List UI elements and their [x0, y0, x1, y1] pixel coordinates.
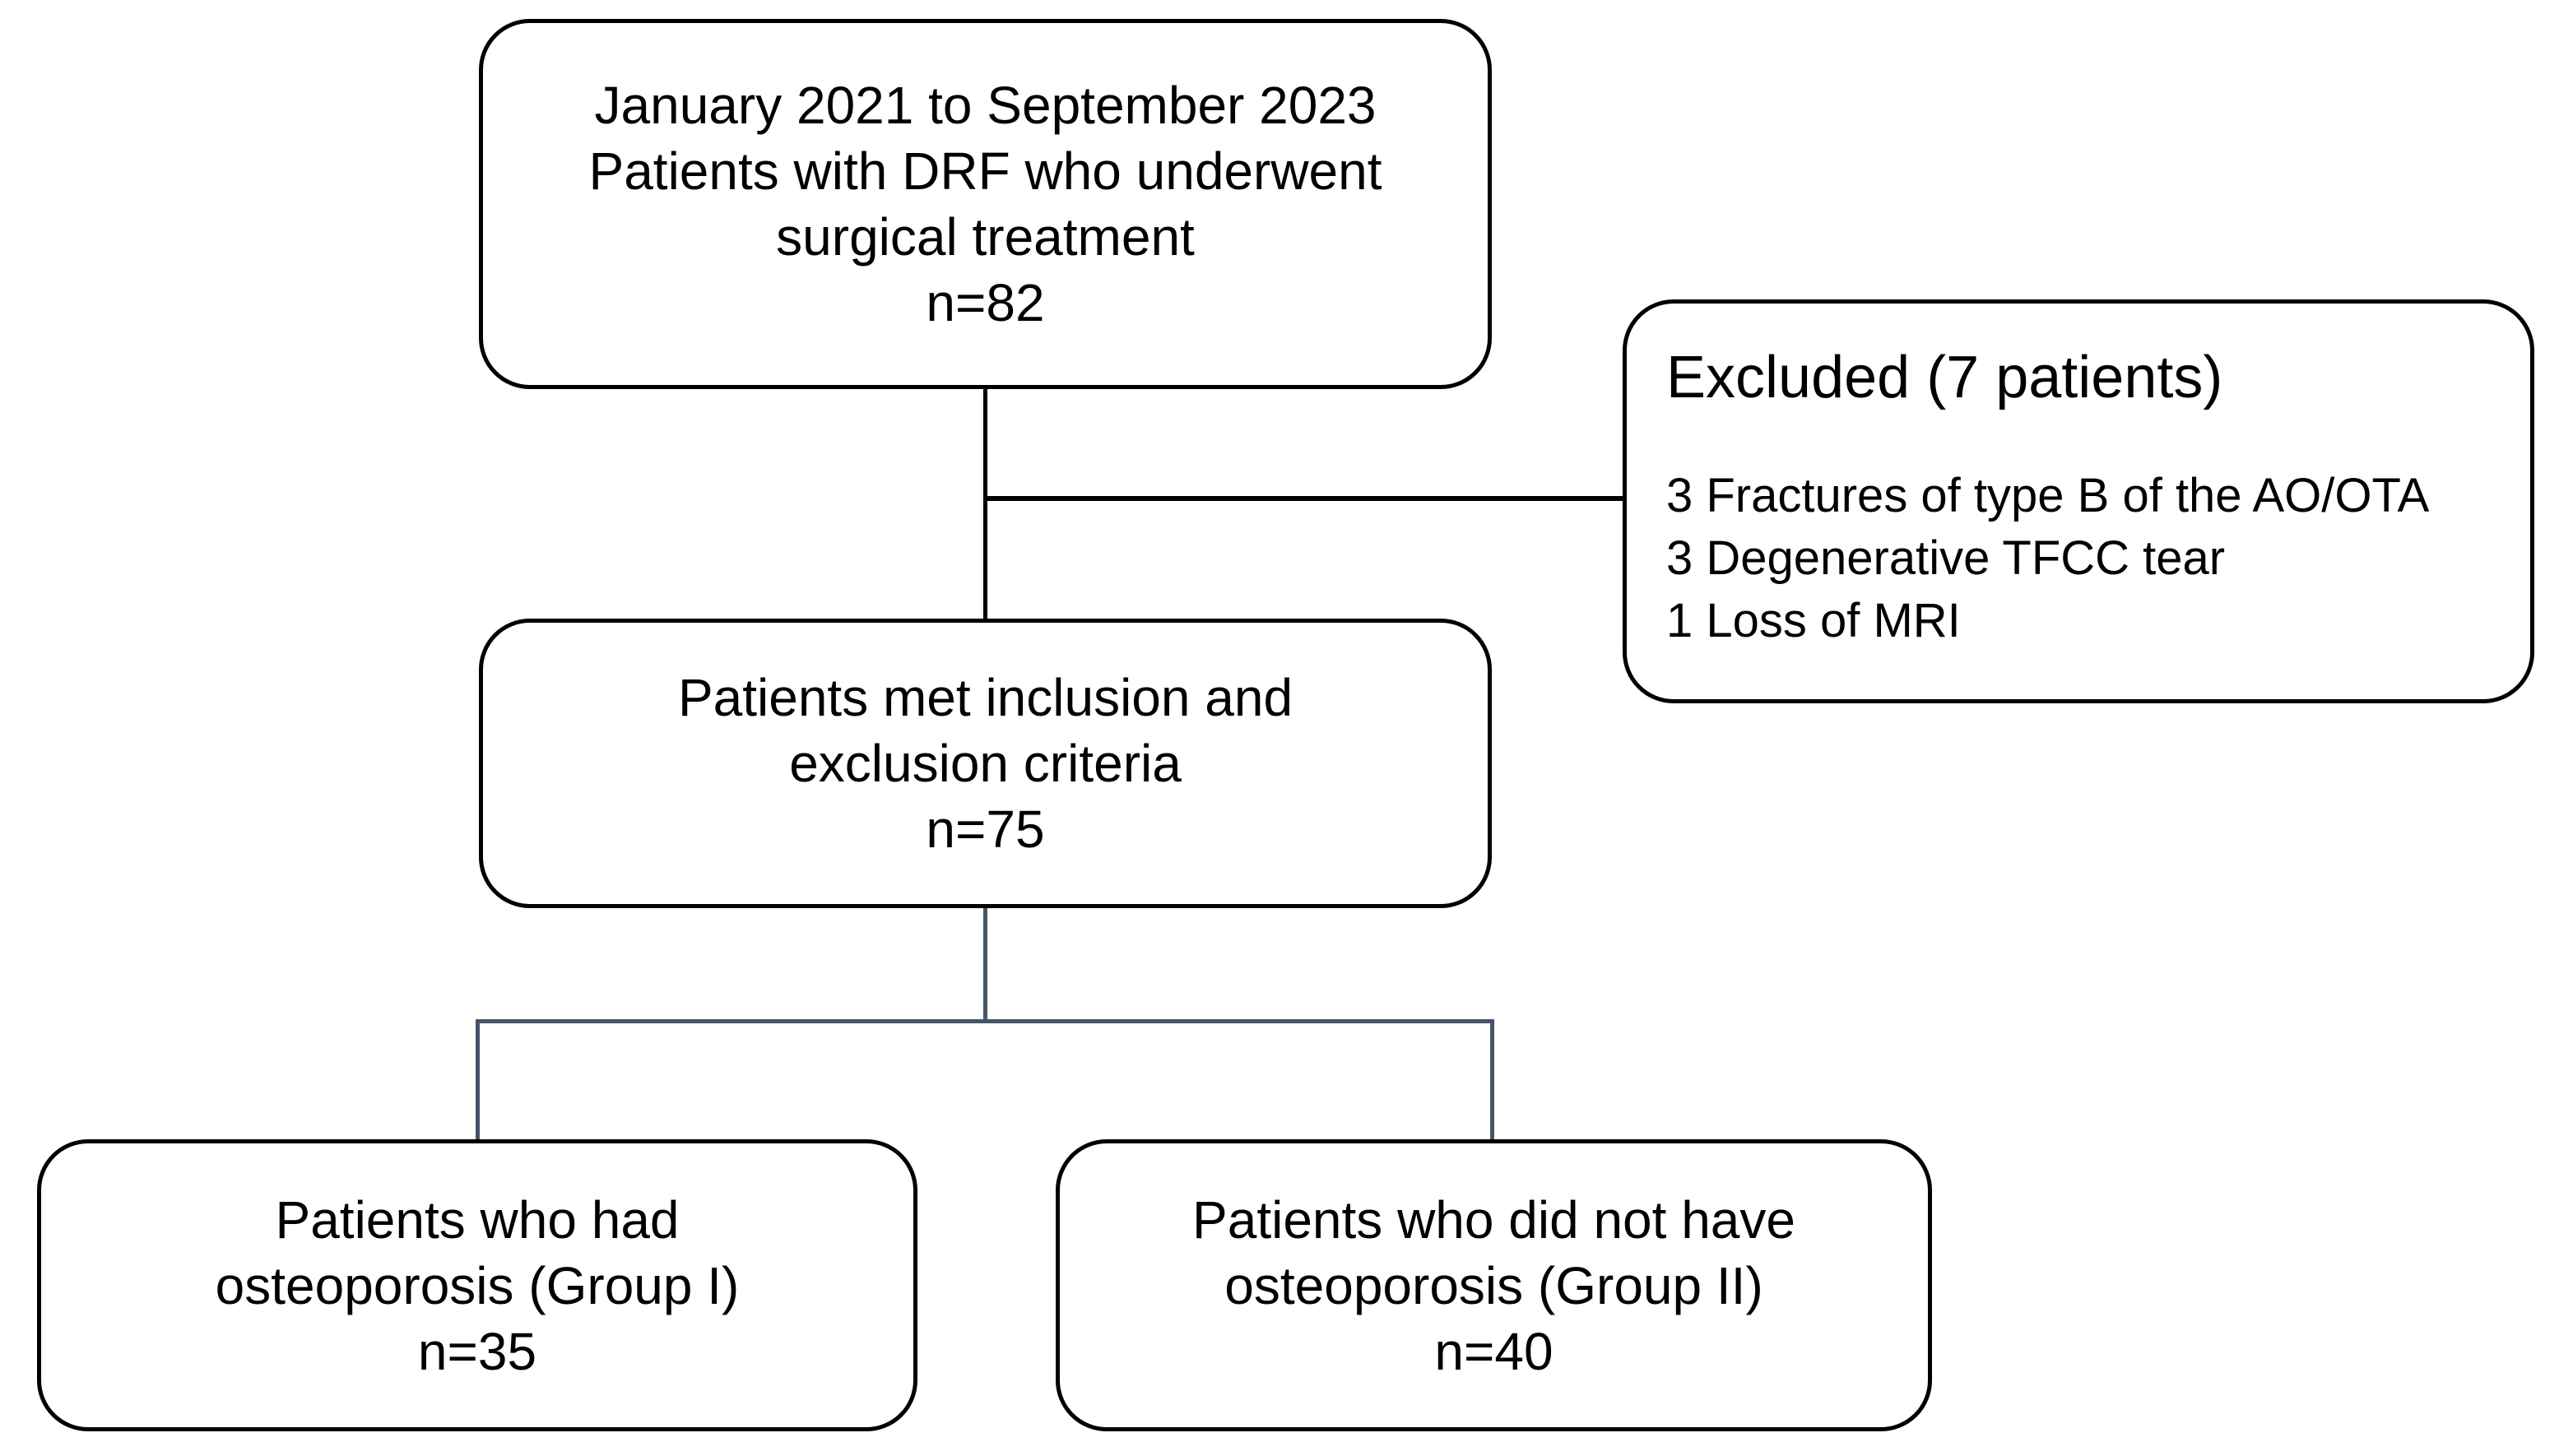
node-group-ii: Patients who did not have osteoporosis (… [1056, 1139, 1932, 1431]
group-i-count: n=35 [417, 1321, 537, 1381]
group-ii-count: n=40 [1434, 1321, 1554, 1381]
excluded-heading: Excluded (7 patients) [1666, 345, 2223, 410]
connector-branch-drop-right [1490, 1019, 1494, 1141]
enrollment-count: n=82 [926, 273, 1045, 332]
enrollment-line-2: Patients with DRF who underwent [588, 141, 1382, 201]
eligible-count: n=75 [926, 800, 1045, 859]
excluded-item-2: 3 Degenerative TFCC tear [1666, 531, 2226, 585]
connector-to-excluded [985, 496, 1623, 501]
connector-branch-bar [476, 1019, 1494, 1023]
node-eligible: Patients met inclusion and exclusion cri… [479, 619, 1492, 908]
group-ii-line-1: Patients who did not have [1192, 1189, 1795, 1250]
enrollment-line-3: surgical treatment [776, 207, 1195, 267]
group-i-line-2: osteoporosis (Group I) [215, 1255, 740, 1315]
connector-enrollment-to-eligible [983, 389, 987, 620]
group-ii-line-2: osteoporosis (Group II) [1224, 1255, 1763, 1315]
enrollment-line-1: January 2021 to September 2023 [594, 76, 1377, 135]
connector-branch-drop-left [476, 1019, 480, 1141]
eligible-line-1: Patients met inclusion and [677, 668, 1293, 727]
excluded-item-1: 3 Fractures of type B of the AO/OTA [1666, 469, 2430, 522]
group-i-line-1: Patients who had [275, 1189, 680, 1250]
node-excluded: Excluded (7 patients) 3 Fractures of typ… [1623, 299, 2534, 703]
excluded-item-3: 1 Loss of MRI [1666, 594, 1961, 647]
eligible-line-2: exclusion criteria [789, 734, 1182, 793]
connector-eligible-branch-stem [983, 908, 987, 1023]
node-enrollment: January 2021 to September 2023 Patients … [479, 19, 1492, 389]
node-group-i: Patients who had osteoporosis (Group I) … [37, 1139, 917, 1431]
